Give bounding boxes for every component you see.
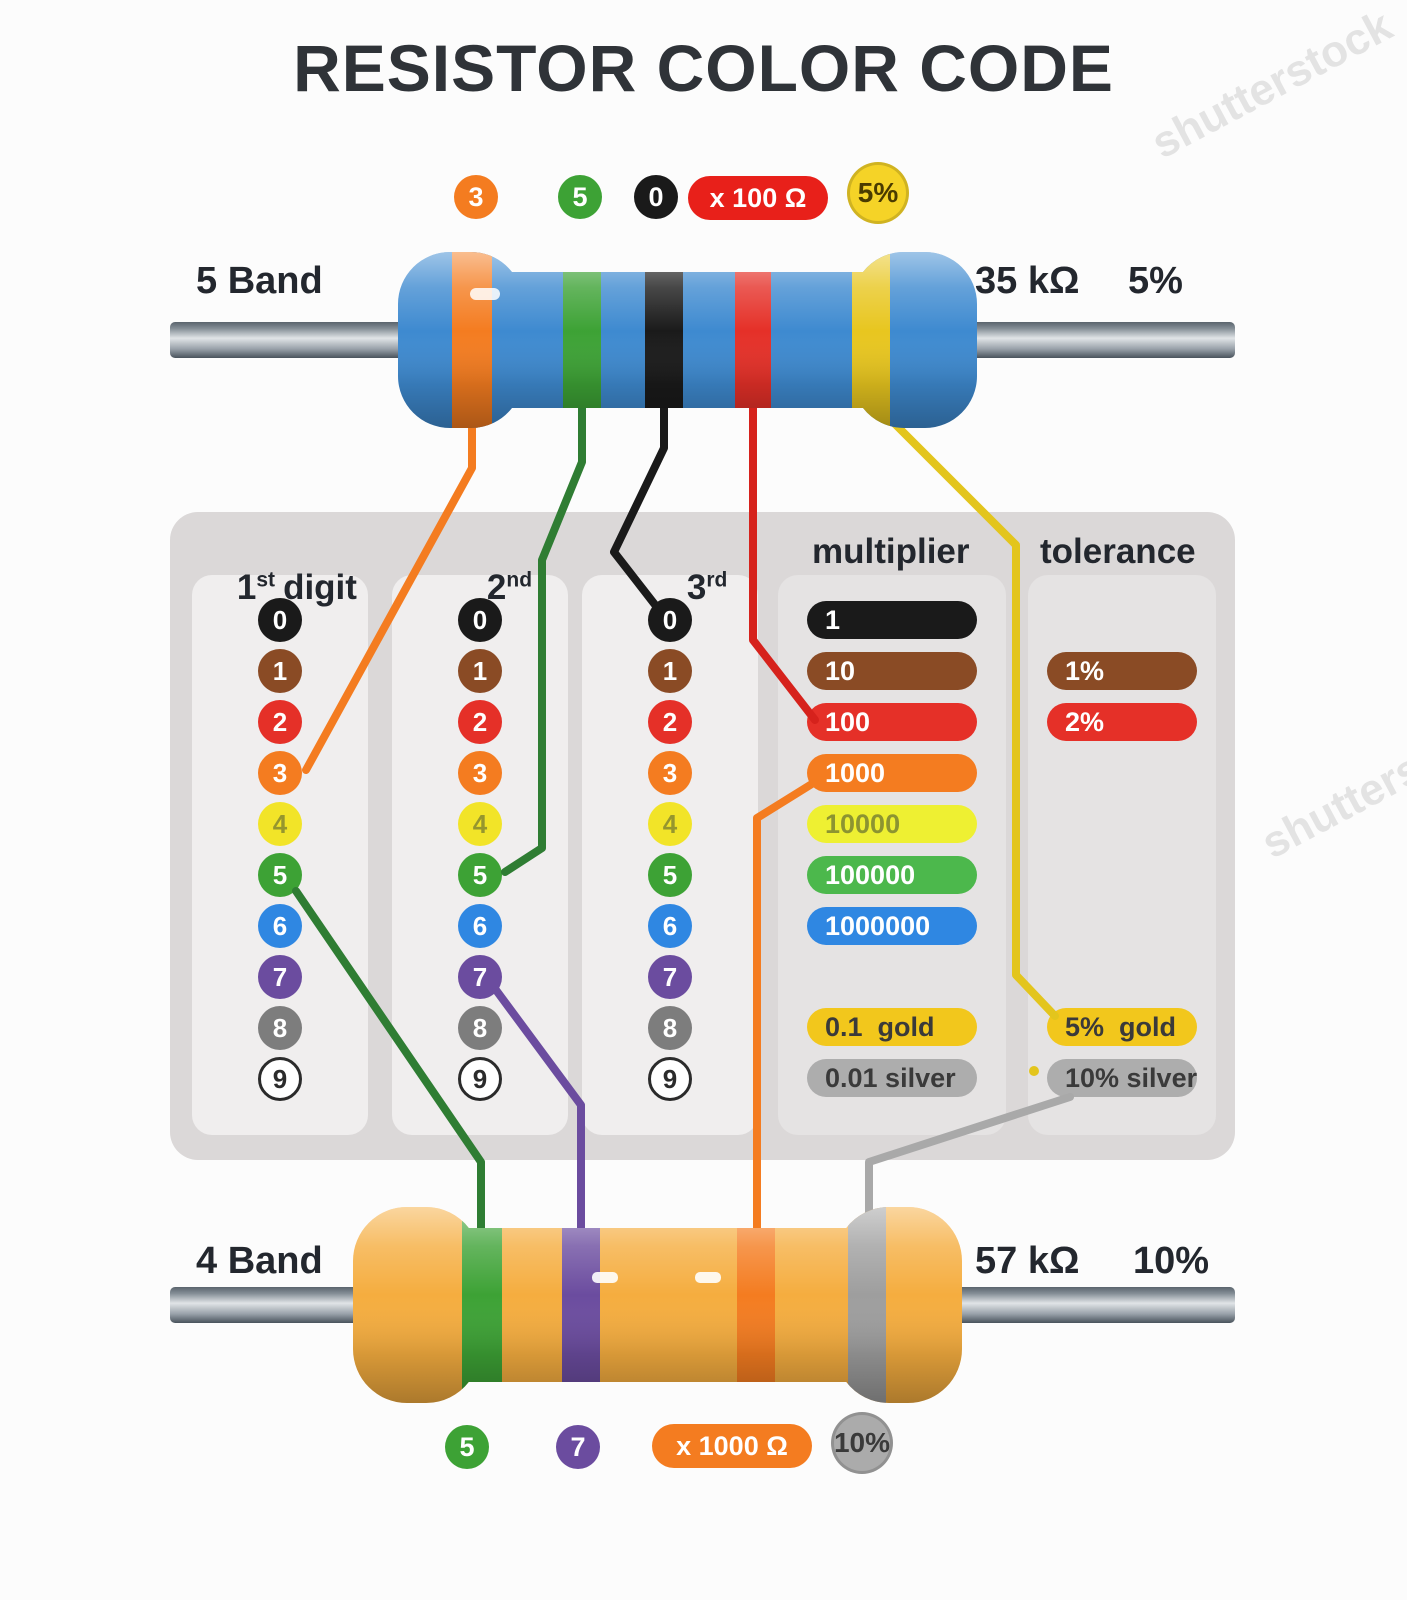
five-band-shading	[398, 252, 977, 428]
five-band-resistor	[398, 252, 977, 428]
digit-circle: 5	[258, 853, 302, 897]
four-band-band-3	[737, 1207, 775, 1403]
five-band-band-5	[852, 252, 890, 428]
digit-circle: 6	[458, 904, 502, 948]
multiplier-pill: 1000	[807, 754, 977, 792]
digit-circle: 4	[648, 802, 692, 846]
five-band-band-4	[735, 252, 771, 428]
four-band-digit2-badge: 7	[556, 1425, 600, 1469]
digit-circle: 6	[258, 904, 302, 948]
five-band-label: 5 Band	[196, 260, 323, 302]
five-band-tolerance-value: 5%	[1128, 260, 1183, 302]
five-band-highlight	[470, 288, 500, 300]
digit-circle: 6	[648, 904, 692, 948]
four-band-tolerance-badge: 10%	[831, 1412, 893, 1474]
four-band-tolerance-value: 10%	[1133, 1240, 1210, 1282]
digit1-header-sup: st	[256, 568, 276, 592]
five-band-digit3-badge: 0	[634, 175, 678, 219]
digit-circle: 0	[458, 598, 502, 642]
digit-circle: 8	[258, 1006, 302, 1050]
tolerance-column: 1% 2% 5% gold 10% silver	[1028, 575, 1216, 1135]
digit-circle: 3	[458, 751, 502, 795]
five-band-band-3	[645, 252, 683, 428]
digit-circle: 1	[648, 649, 692, 693]
multiplier-column: 1 10 100 1000 10000 100000 1000000 0.1 g…	[778, 575, 1006, 1135]
four-band-multiplier-badge: x 1000 Ω	[652, 1424, 812, 1468]
five-band-value: 35 kΩ	[975, 260, 1080, 302]
digit3-header-sup: rd	[706, 568, 728, 592]
digit2-column: 0 1 2 3 4 5 6 7 8 9	[392, 575, 568, 1135]
tolerance-pill-silver: 10% silver	[1047, 1059, 1197, 1097]
digit-circle: 9	[458, 1057, 502, 1101]
tolerance-pill: 2%	[1047, 703, 1197, 741]
multiplier-pill-gold: 0.1 gold	[807, 1008, 977, 1046]
digit1-header-num: 1	[236, 568, 257, 607]
four-band-band-4	[848, 1207, 886, 1403]
four-band-band-1	[462, 1207, 502, 1403]
four-band-digit1-badge: 5	[445, 1425, 489, 1469]
four-band-label: 4 Band	[196, 1240, 323, 1282]
multiplier-pill: 1000000	[807, 907, 977, 945]
digit-circle: 1	[258, 649, 302, 693]
digit-circle: 3	[258, 751, 302, 795]
five-band-multiplier-badge: x 100 Ω	[688, 176, 828, 220]
tolerance-header: tolerance	[1040, 532, 1196, 571]
tolerance-pill: 1%	[1047, 652, 1197, 690]
multiplier-pill: 10	[807, 652, 977, 690]
multiplier-pill: 10000	[807, 805, 977, 843]
digit-circle: 5	[648, 853, 692, 897]
five-band-lead-wire	[170, 322, 1235, 358]
digit3-header: 3rd	[648, 528, 727, 648]
digit-circle: 4	[258, 802, 302, 846]
digit-circle: 2	[648, 700, 692, 744]
five-band-band-2	[563, 252, 601, 428]
five-band-body	[398, 252, 977, 428]
page-title: RESISTOR COLOR CODE	[293, 31, 1114, 105]
multiplier-header: multiplier	[812, 532, 970, 571]
watermark: shutterstock	[1253, 700, 1407, 869]
digit-circle: 2	[458, 700, 502, 744]
four-band-resistor	[353, 1207, 962, 1403]
digit-circle: 8	[458, 1006, 502, 1050]
five-band-band-1	[452, 252, 492, 428]
digit-circle: 7	[458, 955, 502, 999]
digit3-column: 0 1 2 3 4 5 6 7 8 9	[582, 575, 758, 1135]
tolerance-pill-gold: 5% gold	[1047, 1008, 1197, 1046]
digit-circle: 7	[258, 955, 302, 999]
multiplier-pill: 1	[807, 601, 977, 639]
multiplier-pill-silver: 0.01 silver	[807, 1059, 977, 1097]
digit-circle: 9	[648, 1057, 692, 1101]
four-band-lead-wire	[170, 1287, 1235, 1323]
digit-circle: 2	[258, 700, 302, 744]
four-band-value: 57 kΩ	[975, 1240, 1080, 1282]
digit-circle: 5	[458, 853, 502, 897]
multiplier-pill: 100000	[807, 856, 977, 894]
four-band-body	[353, 1207, 962, 1403]
four-band-shading	[353, 1207, 962, 1403]
digit-circle: 8	[648, 1006, 692, 1050]
digit-circle: 7	[648, 955, 692, 999]
multiplier-pill: 100	[807, 703, 977, 741]
digit1-column: 0 1 2 3 4 5 6 7 8 9	[192, 575, 368, 1135]
digit-circle: 3	[648, 751, 692, 795]
digit-circle: 4	[458, 802, 502, 846]
digit3-header-num: 3	[686, 568, 707, 607]
five-band-digit1-badge: 3	[454, 175, 498, 219]
four-band-band-2	[562, 1207, 600, 1403]
digit-circle: 0	[258, 598, 302, 642]
digit-circle: 1	[458, 649, 502, 693]
digit-circle: 0	[648, 598, 692, 642]
four-band-highlight	[592, 1272, 618, 1283]
digit-circle: 9	[258, 1057, 302, 1101]
four-band-highlight	[695, 1272, 721, 1283]
five-band-tolerance-badge: 5%	[847, 162, 909, 224]
five-band-digit2-badge: 5	[558, 175, 602, 219]
